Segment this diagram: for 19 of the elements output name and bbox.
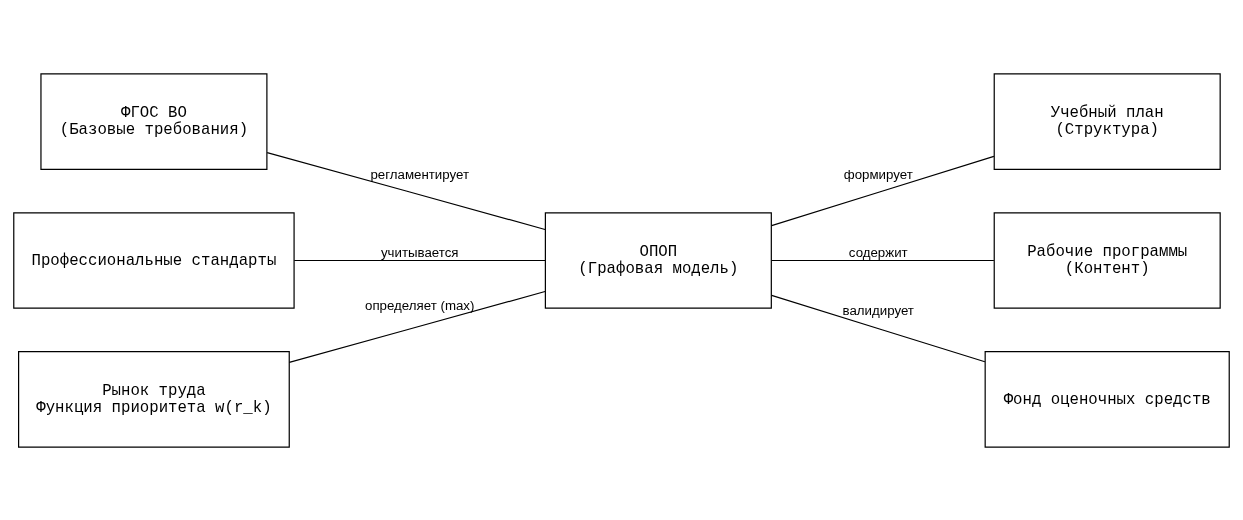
node-box: ОПОП (Графовая модель) [544,211,772,309]
node-box: Рабочие программы (Контент) [993,211,1221,309]
connector [771,294,986,362]
connector [293,259,546,261]
edge-label: формирует [843,166,913,182]
connector [266,151,546,230]
node-box: Профессиональные стандарты [13,211,295,309]
connector [771,155,995,226]
node-box: Учебный план (Структура) [993,72,1221,170]
edge-label: учитывается [380,244,459,260]
connector [288,290,546,363]
edge-label: регламентирует [370,166,470,182]
edge-label: валидирует [842,302,914,318]
node-box: Фонд оценочных средств [984,350,1230,448]
node-box: ФГОС ВО (Базовые требования) [40,72,268,170]
connector [771,259,995,261]
edge-label: содержит [848,244,908,260]
node-box: Рынок труда Функция приоритета w(r_k) [18,350,290,448]
edge-label: определяет (max) [365,297,475,313]
